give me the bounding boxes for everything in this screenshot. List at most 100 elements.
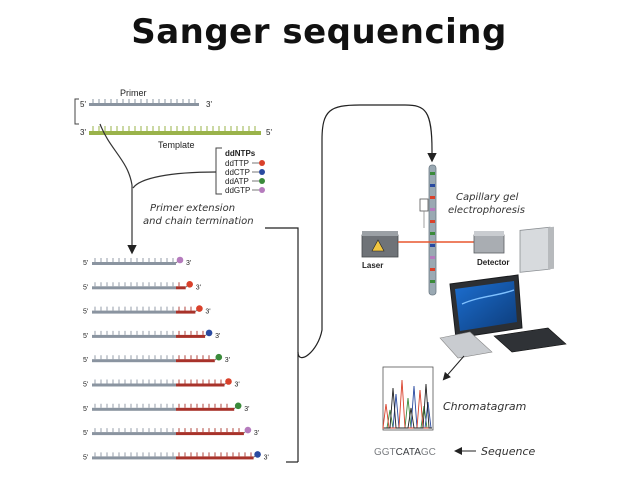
strand-bracket [74,98,79,125]
beam-filter [419,198,429,212]
fragment-5-end: 5' [83,454,88,461]
sequence-part-3: GC [421,447,436,458]
fragment-terminator [205,329,213,337]
capillary-band [430,220,435,223]
fragment-extension [176,310,196,314]
primer-label: Primer [120,88,147,98]
fragment-primer [92,383,176,387]
capillary-band [430,184,435,187]
extension-label-line2: and chain termination [143,216,254,227]
fragment-terminator [176,256,184,264]
fragment-primer [92,262,176,265]
fragment-primer [92,359,176,363]
fragment-5-end: 5' [83,309,88,316]
flow-curve-left [99,123,133,186]
fragment-extension [176,407,235,411]
fragment-5-end: 5' [83,333,88,340]
chromatogram-traces [382,379,432,429]
detector-box [473,234,505,254]
fragment-row: 5' 3' [83,329,220,340]
fragment-extension [176,334,206,338]
capillary-band [430,244,435,247]
flow-to-capillary [265,104,437,359]
template-strand [89,131,261,135]
template-5-end: 5' [266,128,272,137]
ddntp-dot [259,178,265,184]
ddntp-bracket [215,147,222,195]
fragment-primer [92,286,176,290]
fragment-primer [92,334,176,338]
primer-strand [89,103,199,106]
fragment-extension [176,359,215,363]
computer-icon [439,226,567,359]
capillary-bands [430,172,435,283]
detector-box-top [474,231,504,236]
ddntp-name: ddGTP [225,186,250,195]
fragment-row: 5' 3' [83,378,240,389]
capillary-label-line1: Capillary gel [456,192,519,203]
fragment-5-end: 5' [83,406,88,413]
ddntp-name: ddCTP [225,168,250,177]
capillary-label-line2: electrophoresis [448,205,525,216]
capillary-band [430,196,435,199]
fragment-5-end: 5' [83,260,88,267]
chromatogram-trace [384,383,432,429]
fragment-list: 5'3'5'3'5'3'5'3'5'3'5'3'5'3'5'3'5'3' [83,256,269,461]
fragment-3-end: 3' [215,333,220,340]
fragment-3-end: 3' [264,454,269,461]
extension-label-line1: Primer extension [150,203,235,214]
fragment-terminator [196,305,203,312]
fragment-3-end: 3' [244,406,249,413]
fragment-extension [176,383,225,387]
fragment-extension [176,286,186,290]
fragment-primer [92,432,176,436]
sequence-text: GGTCATAGC [374,447,436,458]
fragment-5-end: 5' [83,382,88,389]
fragment-row: 5' 3' [83,256,191,267]
primer-5-end: 5' [80,100,86,109]
laser-box-top [362,231,398,236]
fragment-terminator [254,451,261,458]
sequence-part-2: CATA [396,447,422,458]
ddntp-header: ddNTPs [225,149,256,158]
capillary-band [430,232,435,235]
ddntp-dot [259,169,265,175]
capillary-band [430,268,435,271]
primer-3-end: 3' [206,100,212,109]
primer-ticks [92,99,196,103]
fragment-3-end: 3' [235,382,240,389]
laser-warning-icon [371,239,385,252]
sequence-part-1: GGT [374,447,396,458]
fragment-row: 5' 3' [83,305,211,316]
template-ticks [92,126,256,131]
capillary-band [430,256,435,259]
capillary-band [430,280,435,283]
fragment-3-end: 3' [225,357,230,364]
fragment-5-end: 5' [83,357,88,364]
computer-to-chromatogram-arrow [442,355,465,381]
chromatogram-label: Chromatagram [443,400,526,413]
fragment-5-end: 5' [83,430,88,437]
fragment-row: 5' 3' [83,426,259,437]
fragment-3-end: 3' [186,260,191,267]
capillary-band [430,172,435,175]
fragment-extension [176,432,244,436]
ddntp-dot [259,187,265,193]
chromatogram-trace [384,385,432,429]
fragment-row: 5'3' [83,281,201,291]
fragment-primer [92,407,176,411]
ddntp-dot [259,160,265,166]
chromatogram-trace [382,379,432,429]
flow-curve-right [132,171,217,189]
fragment-terminator [234,402,242,410]
fragment-3-end: 3' [254,430,259,437]
template-3-end: 3' [80,128,86,137]
fragment-extension [176,456,254,460]
fragment-3-end: 3' [205,309,210,316]
ddntp-name: ddATP [225,177,249,186]
fragment-terminator [186,281,193,288]
fragment-primer [92,310,176,314]
fragment-row: 5' 3' [83,451,269,461]
laser-label: Laser [362,261,383,270]
